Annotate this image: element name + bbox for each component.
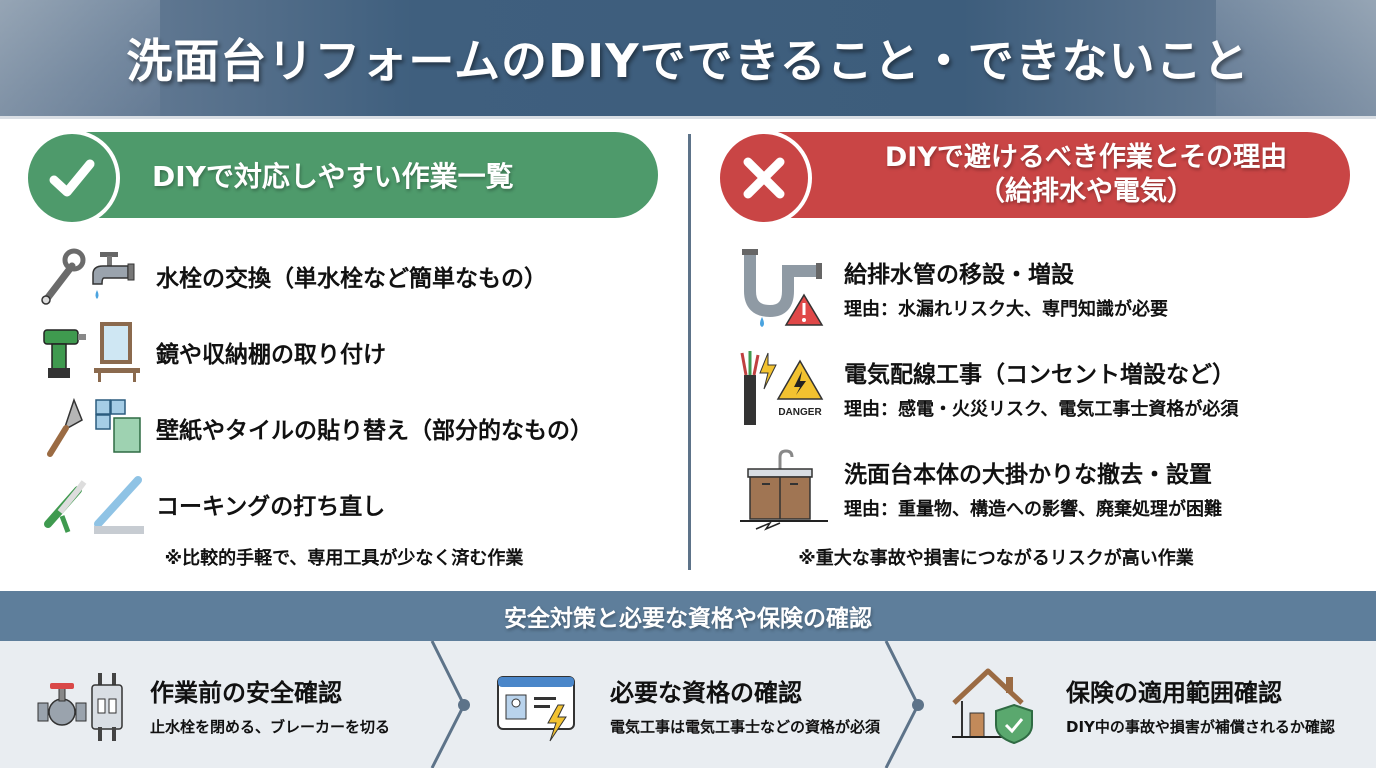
safety-title: 安全対策と必要な資格や保険の確認 xyxy=(504,606,872,632)
safety-step-texts: 必要な資格の確認 電気工事は電気工事士などの資格が必須 xyxy=(610,673,880,737)
can-do-item-label: 鏡や収納棚の取り付け xyxy=(156,342,386,368)
list-item: 鏡や収納棚の取り付け xyxy=(24,314,664,390)
cannot-do-list: 給排水管の移設・増設 理由：水漏れリスク大、専門知識が必要 DANGER 電気配… xyxy=(716,238,1356,538)
list-item: 水栓の交換（単水栓など簡単なもの） xyxy=(24,238,664,314)
house-shield-icon xyxy=(950,665,1060,745)
cannot-do-item-texts: 洗面台本体の大掛かりな撤去・設置 理由：重量物、構造への影響、廃棄処理が困難 xyxy=(844,455,1222,521)
valve-breaker-icon xyxy=(34,665,144,745)
cannot-do-item-title: 洗面台本体の大掛かりな撤去・設置 xyxy=(844,462,1212,488)
svg-text:DANGER: DANGER xyxy=(778,407,822,418)
safety-step-3: 保険の適用範囲確認 DIY中の事故や損害が補償されるか確認 xyxy=(950,641,1335,768)
can-do-item-label: 壁紙やタイルの貼り替え（部分的なもの） xyxy=(156,418,593,444)
safety-step-title: 必要な資格の確認 xyxy=(610,678,802,707)
cannot-do-banner-bar xyxy=(776,132,1350,218)
cannot-do-banner: DIYで避けるべき作業とその理由 （給排水や電気） xyxy=(716,130,1356,226)
can-do-section: DIYで対応しやすい作業一覧 水栓の交換（単水栓など簡単なもの） xyxy=(24,130,664,569)
cannot-do-item-reason: 理由：水漏れリスク大、専門知識が必要 xyxy=(844,299,1168,320)
wrench-faucet-icon xyxy=(38,244,148,308)
can-do-banner-bar xyxy=(84,132,658,218)
list-item: DANGER 電気配線工事（コンセント増設など） 理由：感電・火災リスク、電気工… xyxy=(716,338,1356,438)
safety-step-desc: 電気工事は電気工事士などの資格が必須 xyxy=(610,717,881,736)
cross-icon xyxy=(716,130,812,226)
electric-danger-icon: DANGER xyxy=(736,345,836,431)
cannot-do-note: ※重大な事故や損害につながるリスクが高い作業 xyxy=(798,548,1194,569)
header-banner: 洗面台リフォームのDIYでできること・できないこと xyxy=(0,0,1376,116)
check-icon xyxy=(24,130,120,226)
vanity-cabinet-icon xyxy=(736,445,836,531)
header-bg-left xyxy=(0,0,160,116)
trowel-tile-icon xyxy=(38,396,148,460)
header-bg-right xyxy=(1216,0,1376,116)
cannot-do-item-texts: 電気配線工事（コンセント増設など） 理由：感電・火災リスク、電気工事士資格が必須 xyxy=(844,355,1238,421)
cannot-do-item-title: 電気配線工事（コンセント増設など） xyxy=(844,362,1235,388)
pipe-warning-icon xyxy=(736,245,836,331)
safety-step-texts: 保険の適用範囲確認 DIY中の事故や損害が補償されるか確認 xyxy=(1066,673,1335,737)
drill-mirror-icon xyxy=(38,320,148,384)
cannot-do-section: DIYで避けるべき作業とその理由 （給排水や電気） 給排水管の移設・増設 理由：… xyxy=(716,130,1356,569)
can-do-item-label: コーキングの打ち直し xyxy=(156,494,386,520)
cannot-do-item-title: 給排水管の移設・増設 xyxy=(844,262,1074,288)
caulking-gun-icon xyxy=(38,472,148,536)
cannot-do-item-reason: 理由：重量物、構造への影響、廃棄処理が困難 xyxy=(844,499,1222,520)
page-title: 洗面台リフォームのDIYでできること・できないこと xyxy=(126,34,1250,88)
can-do-banner: DIYで対応しやすい作業一覧 xyxy=(24,130,664,226)
safety-section-header: 安全対策と必要な資格や保険の確認 xyxy=(0,591,1376,641)
safety-step-title: 保険の適用範囲確認 xyxy=(1066,678,1282,707)
can-do-banner-title: DIYで対応しやすい作業一覧 xyxy=(152,160,514,193)
header-divider xyxy=(0,116,1376,119)
safety-step-desc: 止水栓を閉める、ブレーカーを切る xyxy=(150,717,391,736)
safety-step-1: 作業前の安全確認 止水栓を閉める、ブレーカーを切る xyxy=(34,641,390,768)
list-item: 給排水管の移設・増設 理由：水漏れリスク大、専門知識が必要 xyxy=(716,238,1356,338)
list-item: コーキングの打ち直し xyxy=(24,466,664,542)
cannot-do-banner-line2: （給排水や電気） xyxy=(978,176,1194,207)
safety-step-desc: DIY中の事故や損害が補償されるか確認 xyxy=(1066,717,1335,736)
list-item: 壁紙やタイルの貼り替え（部分的なもの） xyxy=(24,390,664,466)
license-card-icon xyxy=(494,665,604,745)
cannot-do-banner-title: DIYで避けるべき作業とその理由 （給排水や電気） xyxy=(826,141,1346,209)
safety-step-2: 必要な資格の確認 電気工事は電気工事士などの資格が必須 xyxy=(494,641,880,768)
chevron-divider-1 xyxy=(430,641,470,768)
chevron-divider-2 xyxy=(884,641,924,768)
can-do-note: ※比較的手軽で、専用工具が少なく済む作業 xyxy=(164,548,524,569)
safety-steps: 作業前の安全確認 止水栓を閉める、ブレーカーを切る 必要な資格の確認 電気工事は… xyxy=(0,641,1376,768)
safety-step-texts: 作業前の安全確認 止水栓を閉める、ブレーカーを切る xyxy=(150,673,390,737)
cannot-do-item-reason: 理由：感電・火災リスク、電気工事士資格が必須 xyxy=(844,399,1239,420)
cannot-do-item-texts: 給排水管の移設・増設 理由：水漏れリスク大、専門知識が必要 xyxy=(844,255,1168,321)
can-do-list: 水栓の交換（単水栓など簡単なもの） 鏡や収納棚の取り付け xyxy=(24,238,664,542)
list-item: 洗面台本体の大掛かりな撤去・設置 理由：重量物、構造への影響、廃棄処理が困難 xyxy=(716,438,1356,538)
safety-step-title: 作業前の安全確認 xyxy=(150,678,342,707)
cannot-do-banner-line1: DIYで避けるべき作業とその理由 xyxy=(884,142,1288,173)
column-divider xyxy=(688,134,691,570)
can-do-item-label: 水栓の交換（単水栓など簡単なもの） xyxy=(156,266,547,292)
